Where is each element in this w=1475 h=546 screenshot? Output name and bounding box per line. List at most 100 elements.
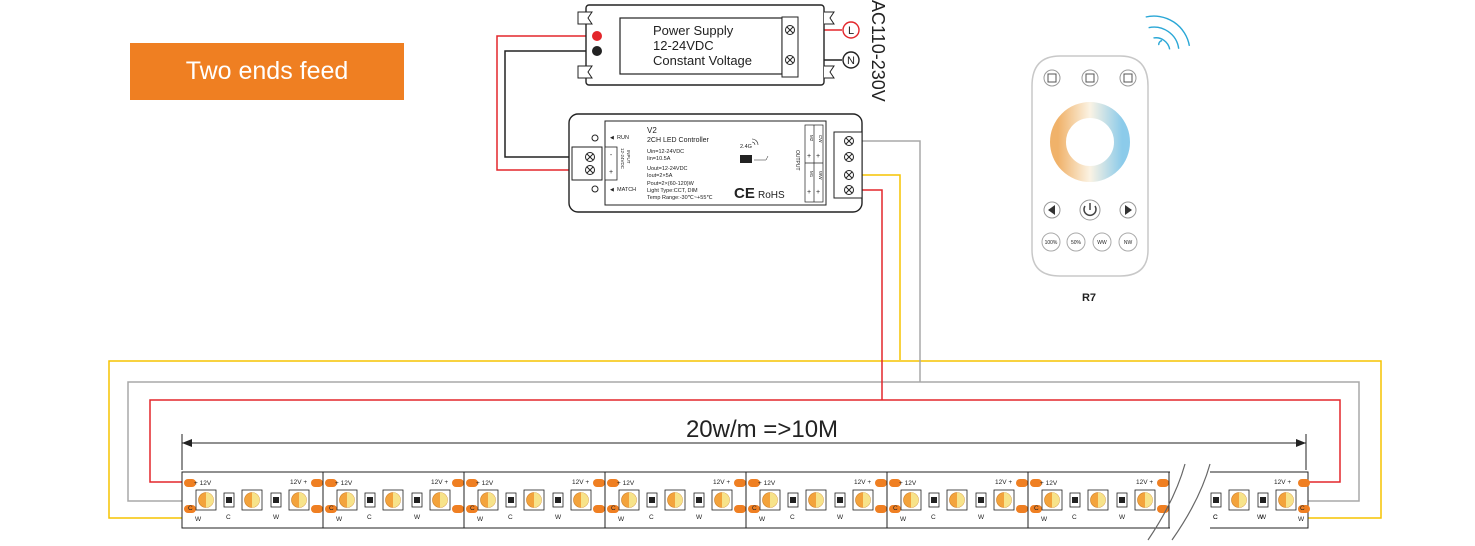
solder-pad: [889, 479, 901, 487]
c-label: C: [1072, 514, 1077, 521]
solder-pad: [1016, 505, 1028, 513]
solder-pad: [1157, 479, 1169, 487]
resistor-body: [1213, 497, 1219, 503]
run-indicator-arrow: ◀: [610, 135, 614, 141]
output-screws: [844, 136, 854, 195]
remote-r7: 100% 50% WW NW R7: [1031, 15, 1191, 304]
spec-light-type: Light Type:CCT, DIM: [647, 188, 698, 194]
wifi-signal-icon: [1145, 15, 1191, 50]
remote-model-label: R7: [1082, 292, 1096, 304]
strip-break: [1170, 468, 1210, 532]
led-die-half: [675, 492, 683, 508]
c-label: C: [649, 514, 654, 521]
red-loop-wire: [862, 189, 883, 400]
spec-iin: Iin=10.5A: [647, 156, 671, 162]
two-ends-feed-banner: Two ends feed: [130, 43, 404, 100]
w-pad-label: W: [336, 516, 343, 523]
solder-pad: [1298, 505, 1310, 513]
ch-label-m2: M2: [809, 135, 814, 142]
w-label: W: [414, 514, 421, 521]
psu-negative-terminal: [592, 46, 602, 56]
led-die-half: [299, 492, 307, 508]
solder-pad: [1016, 479, 1028, 487]
c-label: C: [367, 514, 372, 521]
resistor-body: [649, 497, 655, 503]
solder-pad: [452, 505, 464, 513]
plus-12v-label: + 12V: [758, 480, 776, 487]
w-label: W: [978, 514, 985, 521]
out-plus-1: +: [807, 153, 811, 160]
solder-pad: [311, 505, 323, 513]
controller-model: V2: [647, 126, 657, 135]
yellow-loop-wire: [862, 174, 901, 360]
resistor-body: [696, 497, 702, 503]
resistor-body: [555, 497, 561, 503]
power-supply: Power Supply 12-24VDC Constant Voltage: [577, 4, 835, 86]
plus-12v-label: + 12V: [335, 480, 353, 487]
input-polarity-strip: [604, 146, 618, 181]
w-pad-label: W: [195, 516, 202, 523]
w-pad-label: W: [618, 516, 625, 523]
solder-pad: [1030, 505, 1042, 513]
mains-n-mark: N: [847, 55, 855, 67]
match-indicator-arrow: ◀: [610, 187, 614, 193]
save-icon: [1123, 73, 1133, 83]
plus-12v-label: + 12V: [194, 480, 212, 487]
out-plus-3: +: [807, 189, 811, 196]
input-voltage-label: 12-24VDC: [620, 148, 625, 170]
wires: [108, 29, 1382, 519]
preset-nw: NW: [1124, 240, 1133, 246]
solder-pad: [748, 505, 760, 513]
resistor-body: [1072, 497, 1078, 503]
led-die-half: [911, 492, 919, 508]
c-pad-label: C: [470, 505, 475, 512]
solder-pad: [184, 479, 196, 487]
led-die-half: [816, 492, 824, 508]
gray-loop: [127, 381, 1360, 502]
left-arrow-icon: [1048, 205, 1055, 215]
led-die-half: [347, 492, 355, 508]
right-arrow-icon: [1125, 205, 1132, 215]
led-die-half: [1145, 492, 1153, 508]
c-label: C: [226, 514, 231, 521]
rf-signal-icon: [751, 138, 759, 146]
solder-pad: [466, 505, 478, 513]
led-die-half: [581, 492, 589, 508]
ch-label-m1: M1: [809, 171, 814, 178]
psu-tab-bottom: [577, 65, 593, 79]
plus-12v-label: + 12V: [899, 480, 917, 487]
led-die-half: [1004, 492, 1012, 508]
led-die-half: [1052, 492, 1060, 508]
plus-12v-right-label: 12V +: [290, 479, 307, 486]
resistor-body: [978, 497, 984, 503]
controller-input-terminal: [571, 146, 603, 181]
led-die-half: [770, 492, 778, 508]
w-pad-label: W: [1041, 516, 1048, 523]
resistor-body: [273, 497, 279, 503]
plus-12v-label: + 12V: [1040, 480, 1058, 487]
w-label: W: [1119, 514, 1126, 521]
end-plus-label: 12V +: [1274, 479, 1291, 486]
resistor-body: [414, 497, 420, 503]
ce-mark: CE: [734, 185, 755, 202]
end-w-label: W: [1298, 516, 1305, 523]
resistor-body: [931, 497, 937, 503]
plus-12v-right-label: 12V +: [1136, 479, 1153, 486]
solder-pad: [875, 505, 887, 513]
c-pad-label: C: [893, 505, 898, 512]
mains-l-mark: L: [848, 25, 854, 37]
c-pad-label: C: [611, 505, 616, 512]
save-icon: [1085, 73, 1095, 83]
solder-pad: [875, 479, 887, 487]
match-label: MATCH: [617, 187, 636, 193]
solder-pad: [593, 505, 605, 513]
resistor-body: [790, 497, 796, 503]
led-die-half: [440, 492, 448, 508]
resistor-body: [837, 497, 843, 503]
w-pad-label: W: [759, 516, 766, 523]
psu-line-3: Constant Voltage: [653, 53, 752, 68]
input-minus-mark: -: [610, 152, 613, 159]
spec-uout: Uout=12-24VDC: [647, 166, 688, 172]
